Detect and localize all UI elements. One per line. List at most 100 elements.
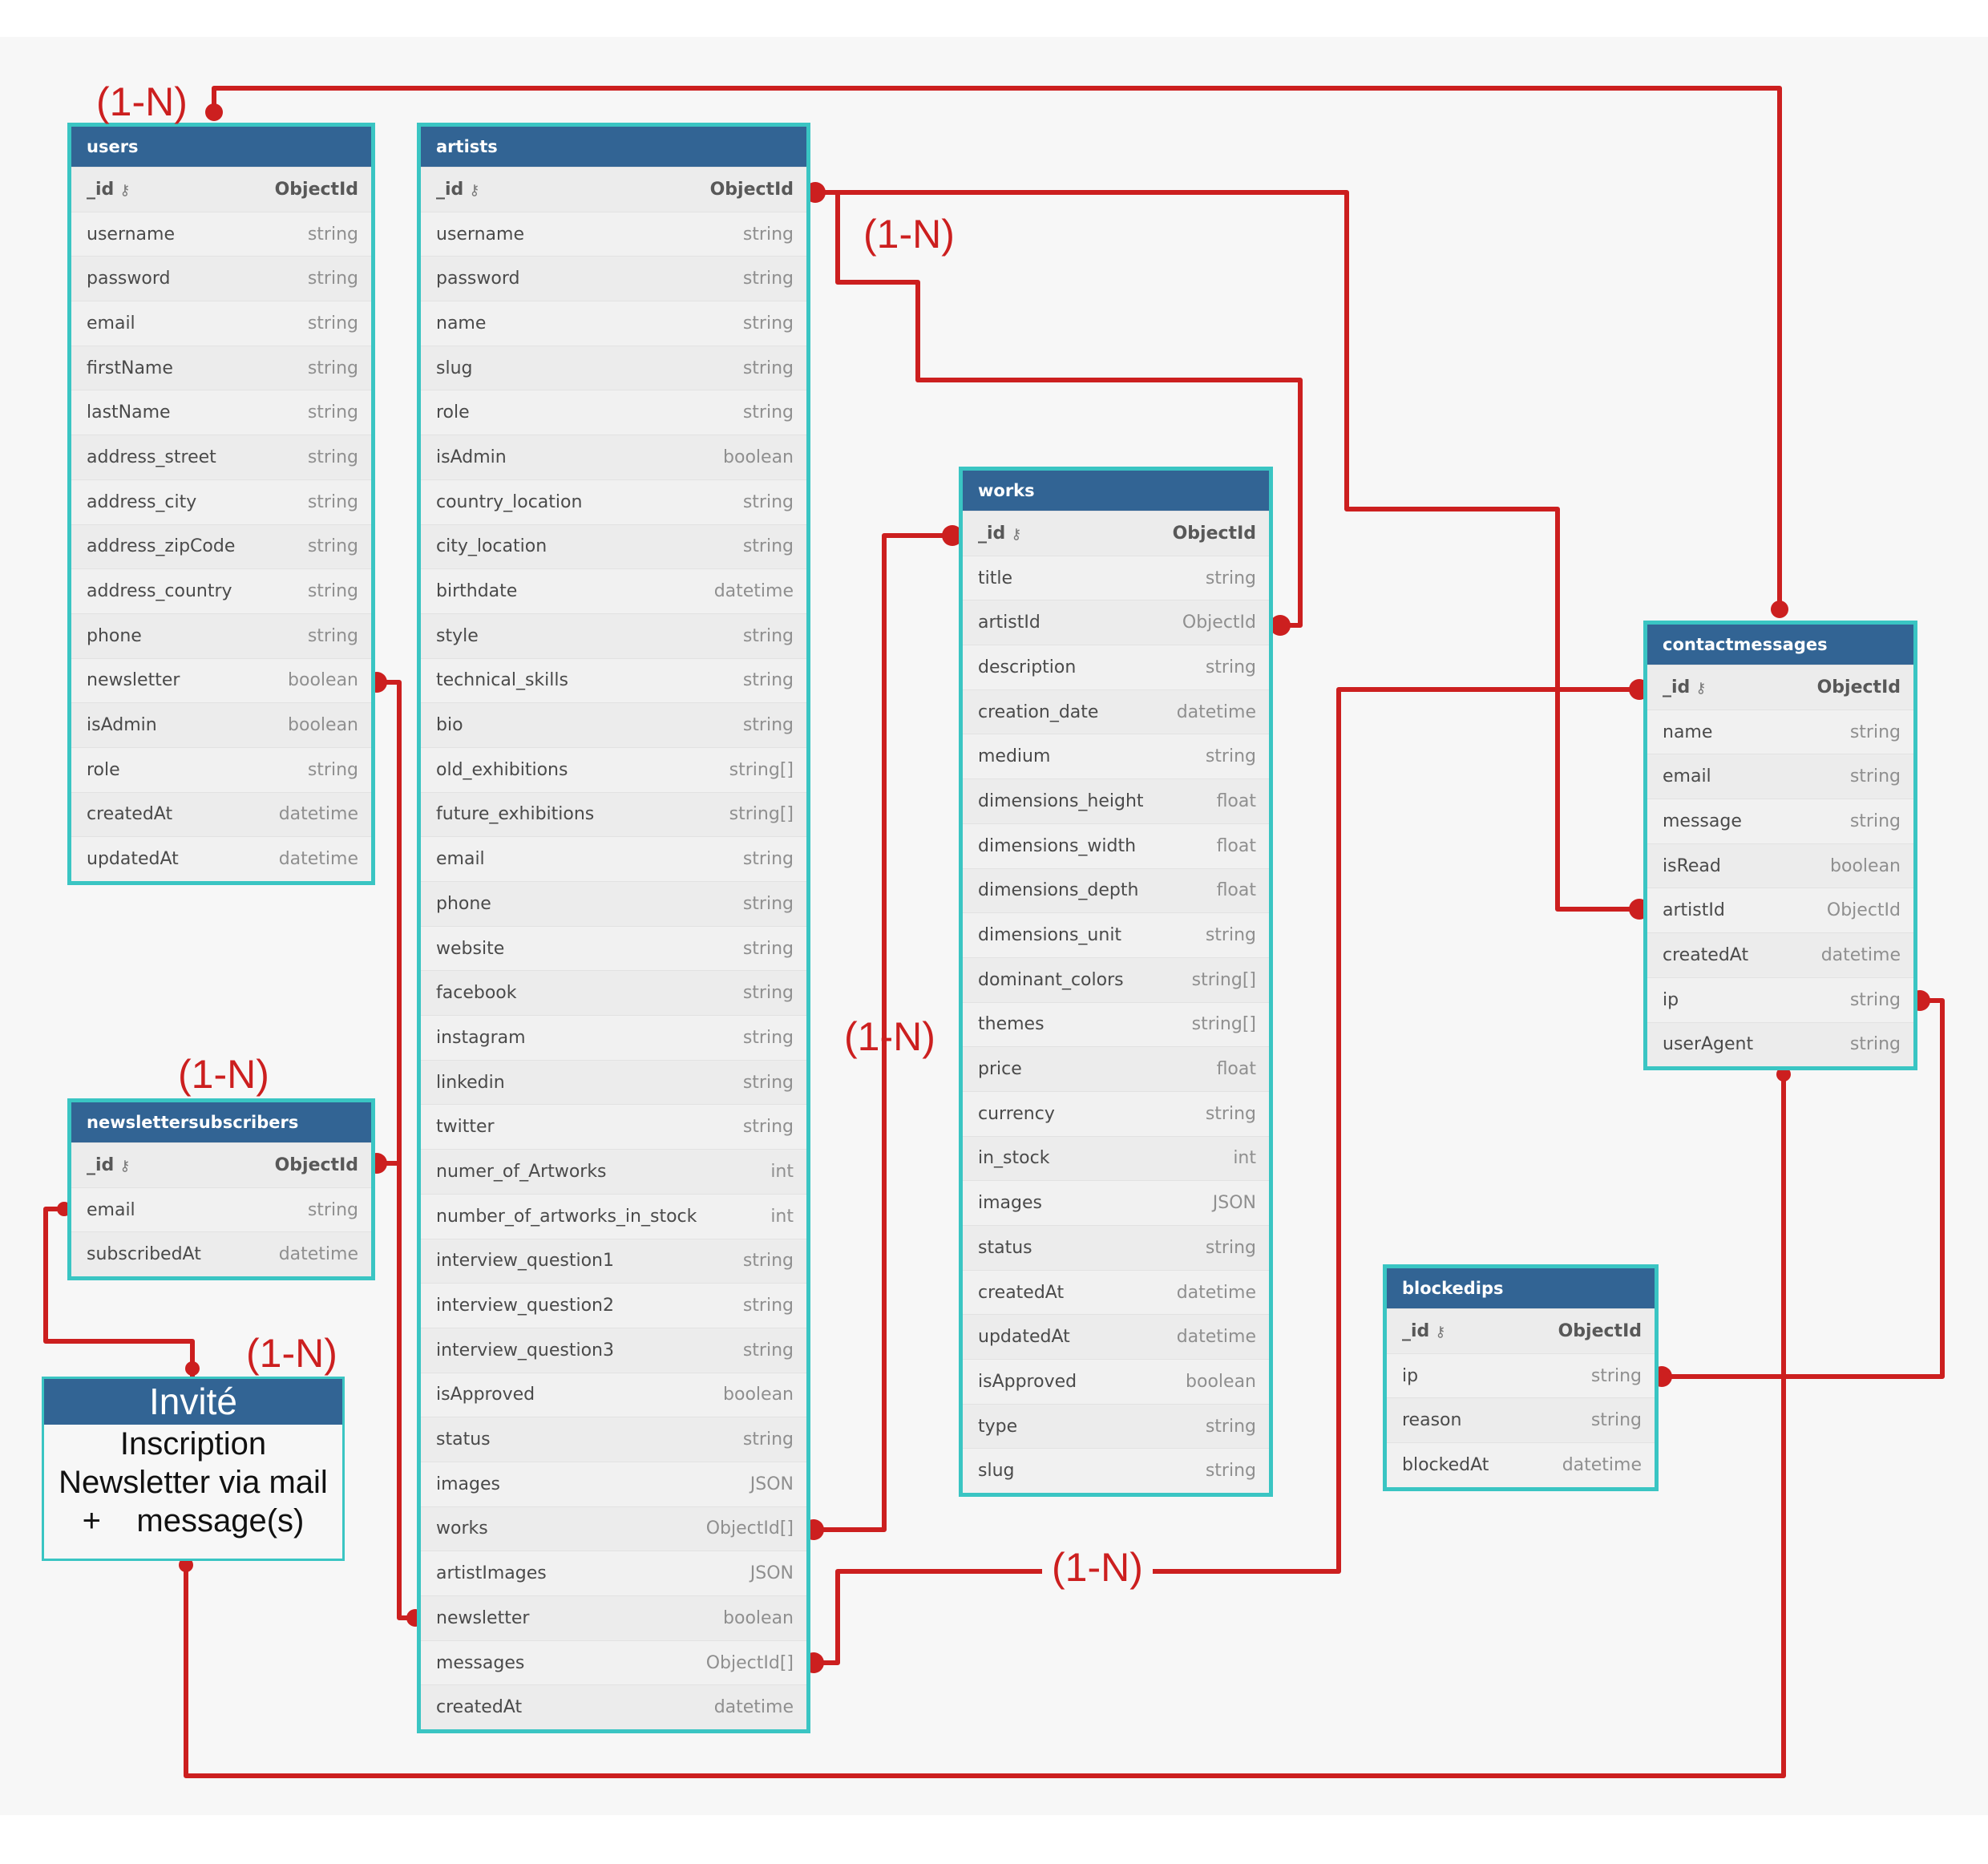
column-type: datetime: [1176, 702, 1256, 722]
table-row[interactable]: _id⚷ObjectId: [963, 511, 1269, 556]
column-type: string: [307, 447, 358, 467]
table-row[interactable]: _id⚷ObjectId: [1387, 1308, 1655, 1353]
table-row[interactable]: _id⚷ObjectId: [71, 167, 371, 212]
table-row[interactable]: _id⚷ObjectId: [71, 1142, 371, 1187]
column-cell: updatedAt: [978, 1327, 1070, 1347]
table-row[interactable]: _id⚷ObjectId: [421, 167, 806, 212]
table-row[interactable]: _id⚷ObjectId: [1647, 665, 1913, 710]
column-cell: old_exhibitions: [436, 760, 568, 780]
